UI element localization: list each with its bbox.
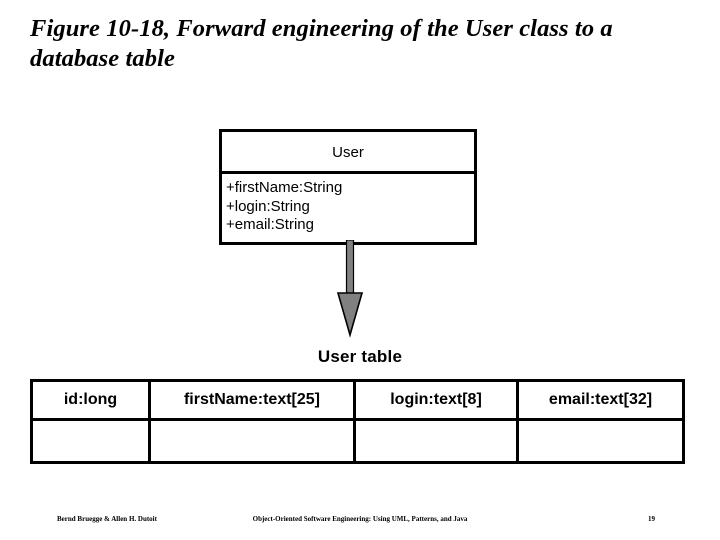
uml-class-attributes: +firstName:String +login:String +email:S… [222,174,474,242]
user-table-caption: User table [317,347,403,366]
database-table: id:long firstName:text[25] login:text[8]… [30,379,685,464]
table-header-cell-id: id:long [30,379,151,421]
slide-footer: Bernd Bruegge & Allen H. Dutoit Object-O… [0,511,720,527]
table-header-cell-firstname: firstName:text[25] [148,379,356,421]
table-cell-email [516,418,685,464]
table-header-row: id:long firstName:text[25] login:text[8]… [30,379,685,421]
uml-attribute: +login:String [226,197,310,215]
table-cell-id [30,418,151,464]
down-arrow-icon [336,240,364,338]
table-cell-firstname [148,418,356,464]
uml-attribute: +firstName:String [226,179,343,196]
uml-attribute: +email:String [226,216,314,233]
page-title: Figure 10-18, Forward engineering of the… [30,15,613,72]
footer-book-title: Object-Oriented Software Engineering: Us… [252,515,468,523]
footer-page-number: 19 [648,515,655,523]
uml-class-box: User +firstName:String +login:String +em… [219,129,477,245]
footer-authors: Bernd Bruegge & Allen H. Dutoit [57,515,157,523]
table-header-cell-login: login:text[8] [353,379,519,421]
uml-class-name: User [222,132,474,174]
table-header-cell-email: email:text[32] [516,379,685,421]
table-row [30,418,685,464]
table-cell-login [353,418,519,464]
